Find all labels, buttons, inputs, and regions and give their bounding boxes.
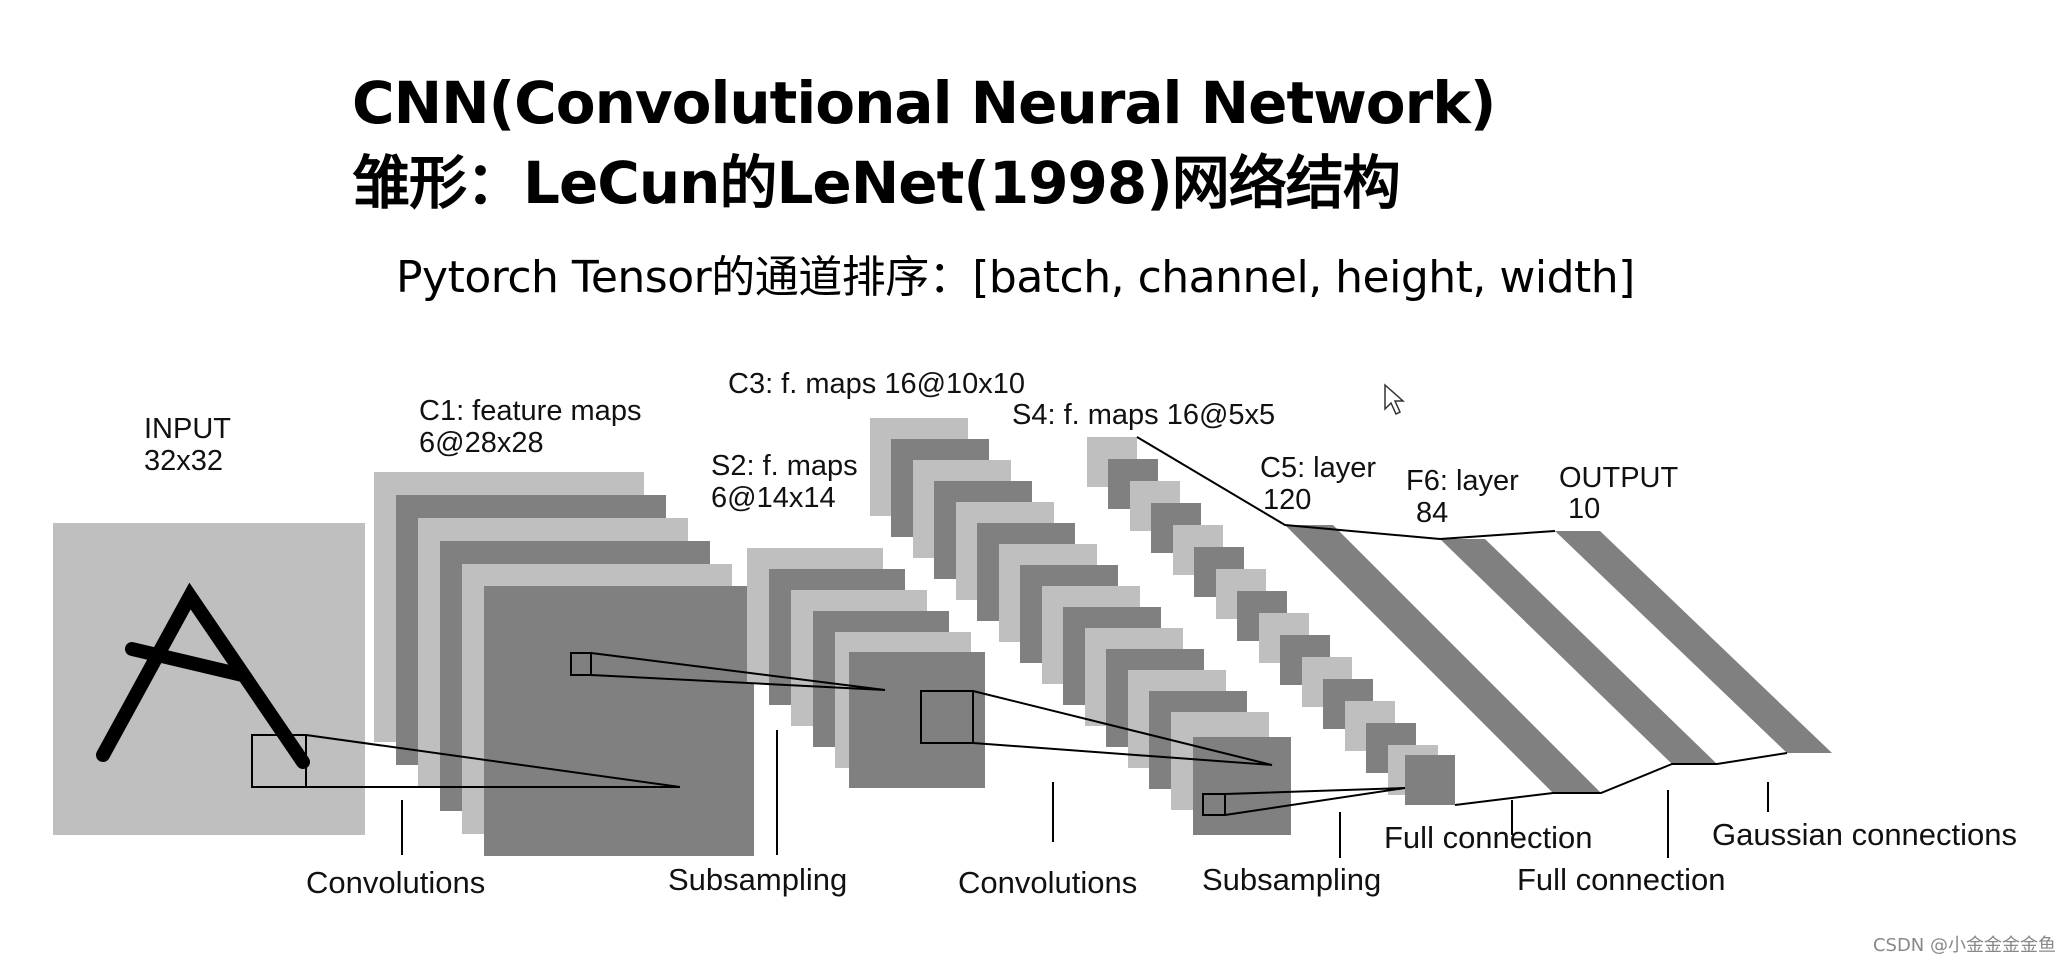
- s2-label-line2: 6@14x14: [711, 482, 836, 514]
- s4-projection: [1224, 787, 1406, 816]
- c1-label-line1: C1: feature maps: [419, 395, 641, 427]
- title-line-2: 雏形：LeCun的LeNet(1998)网络结构: [352, 149, 1401, 217]
- caption-subsampling-2: Subsampling: [1202, 862, 1381, 897]
- f6-layer-bar: [1440, 539, 1717, 764]
- title-line-1: CNN(Convolutional Neural Network): [352, 69, 1496, 137]
- input-image: [53, 523, 365, 835]
- f6-label-line1: F6: layer: [1406, 465, 1519, 497]
- input-letter-a: [96, 582, 310, 769]
- output-layer-bar: [1555, 531, 1832, 753]
- input-label-line2: 32x32: [144, 445, 223, 477]
- c5-label-line1: C5: layer: [1260, 452, 1376, 484]
- c3-feature-maps: [870, 418, 1291, 835]
- fully-connected-layers: [1285, 525, 1832, 793]
- s4-feature-maps: [1087, 437, 1455, 805]
- fc-top-lines: [1136, 436, 1556, 541]
- c1-map-6: [484, 586, 754, 856]
- c3-map-16: [1193, 737, 1291, 835]
- c5-label-line2: 120: [1263, 484, 1311, 516]
- s2-projection: [590, 652, 886, 691]
- input-layer: [53, 523, 365, 835]
- caption-convolutions-1: Convolutions: [306, 865, 485, 900]
- fc-bottom-lines: [1454, 752, 1788, 806]
- c3-receptive-field: [1202, 793, 1226, 816]
- f6-label-line2: 84: [1416, 497, 1448, 529]
- c1-receptive-field: [570, 652, 592, 676]
- c1-projection: [305, 734, 681, 788]
- output-label-line1: OUTPUT: [1559, 462, 1679, 494]
- c5-layer-bar: [1285, 525, 1601, 793]
- input-label-line1: INPUT: [144, 413, 231, 445]
- mouse-cursor-icon: [1384, 383, 1405, 416]
- s2-label-line1: S2: f. maps: [711, 450, 858, 482]
- caption-subsampling-1: Subsampling: [668, 862, 847, 897]
- caption-gaussian-connections: Gaussian connections: [1712, 817, 2017, 852]
- caption-full-connection-2: Full connection: [1517, 862, 1726, 897]
- input-receptive-field: [251, 734, 307, 788]
- watermark: CSDN @小金金金金鱼: [1872, 935, 2056, 956]
- output-label-line2: 10: [1568, 493, 1600, 525]
- caption-ticks: [401, 730, 1769, 858]
- caption-full-connection-1: Full connection: [1384, 820, 1593, 855]
- s4-map-16: [1405, 755, 1455, 805]
- c1-feature-maps: [374, 472, 754, 856]
- c3-projection: [972, 690, 1273, 766]
- s2-map-6: [849, 652, 985, 788]
- c1-label-line2: 6@28x28: [419, 427, 544, 459]
- s4-label: S4: f. maps 16@5x5: [1012, 399, 1275, 431]
- subtitle: Pytorch Tensor的通道排序：[batch, channel, hei…: [396, 252, 1635, 303]
- connection-lines: [305, 436, 1788, 816]
- c3-label: C3: f. maps 16@10x10: [728, 368, 1025, 400]
- s2-feature-maps: [747, 548, 985, 788]
- s2-receptive-field: [920, 690, 974, 744]
- caption-convolutions-2: Convolutions: [958, 865, 1137, 900]
